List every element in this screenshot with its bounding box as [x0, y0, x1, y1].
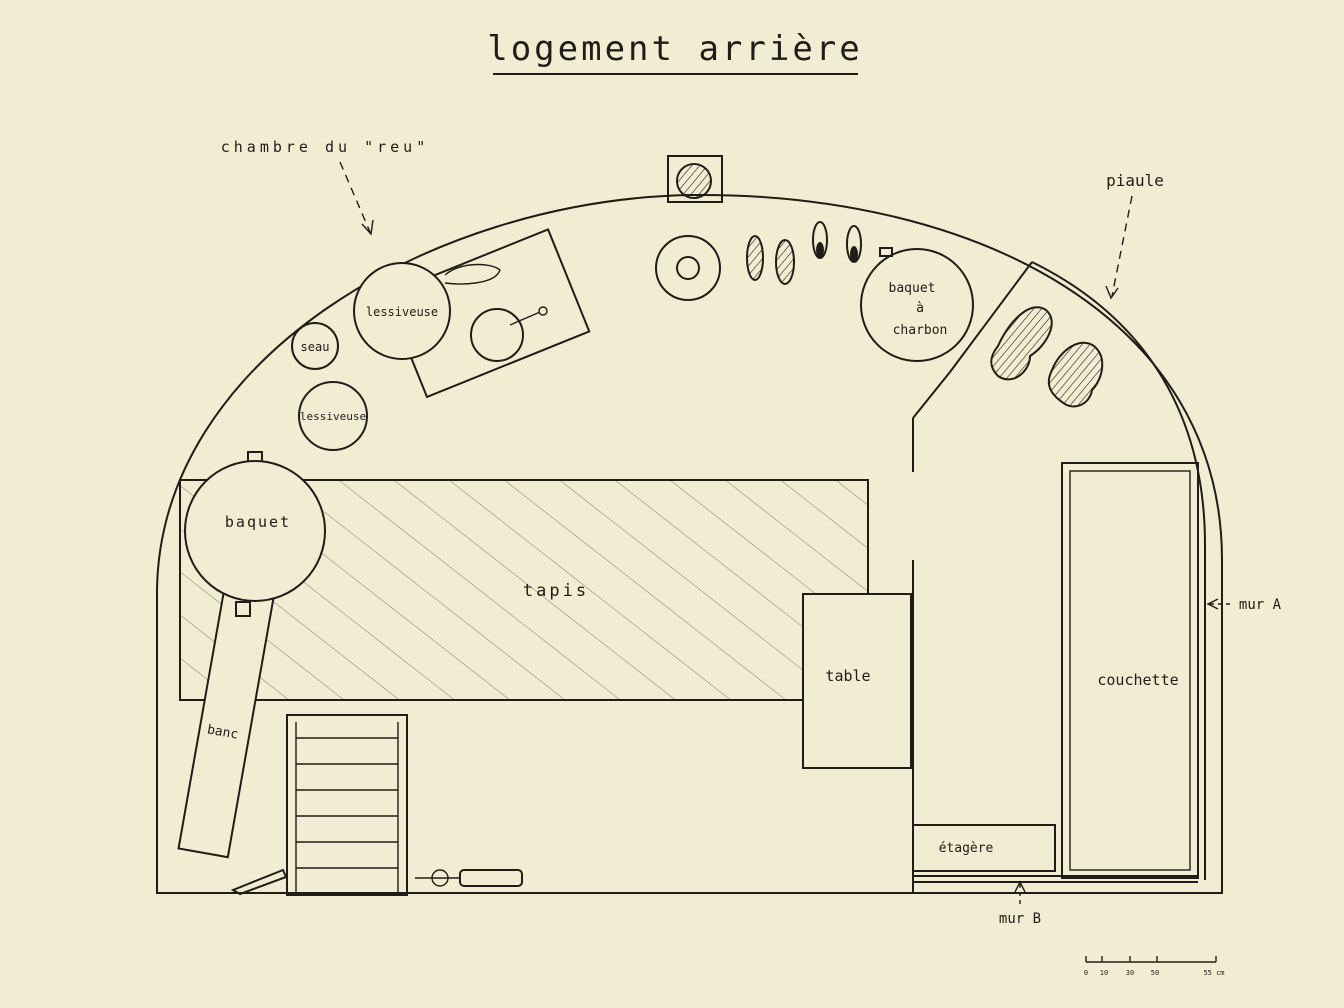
piaule-item-icon — [1047, 341, 1104, 408]
boot-icon — [746, 235, 764, 281]
piaule-wall — [949, 261, 1033, 373]
callout-mur-a: mur A — [1239, 597, 1282, 613]
tools-group — [230, 868, 523, 896]
callout-arrow-chambre — [339, 161, 371, 233]
ladder — [286, 714, 408, 896]
couchette-outer — [1061, 462, 1199, 879]
callout-mur-b: mur B — [999, 911, 1041, 927]
stove-outer — [655, 235, 721, 301]
scale-tick-3: 50 — [1151, 969, 1159, 977]
table-label: table — [825, 667, 870, 685]
scale-tick-2: 30 — [1126, 969, 1134, 977]
baquet-charbon-label-1: baquet — [889, 281, 936, 296]
shoe-icon — [850, 246, 858, 262]
banc-label: banc — [206, 722, 239, 742]
seau — [291, 322, 339, 370]
baquet-charbon-label-2: à — [916, 301, 924, 316]
callout-piaule: piaule — [1106, 171, 1164, 190]
baquet-charbon-handle — [879, 247, 893, 257]
baquet-handle-bottom — [235, 601, 251, 617]
baquet-charbon-label-3: charbon — [893, 323, 948, 338]
etagere-label: étagère — [939, 841, 994, 856]
lessiveuse-small-label: lessiveuse — [300, 410, 366, 423]
tapis-label: tapis — [523, 581, 589, 601]
scale-bar: 0 10 30 50 55 cm — [1084, 956, 1225, 977]
baquet-charbon — [860, 248, 974, 362]
etagere — [912, 824, 1056, 872]
chimney — [667, 155, 723, 203]
scale-tick-1: 10 — [1100, 969, 1108, 977]
callout-chambre-du-reu: chambre du "reu" — [221, 138, 430, 156]
baquet — [184, 460, 326, 602]
lessiveuse-large-label: lessiveuse — [366, 305, 438, 319]
arrow-head-icon — [1105, 285, 1119, 300]
scale-tick-4: 55 cm — [1203, 969, 1224, 977]
baquet-label: baquet — [225, 513, 291, 531]
seau-label: seau — [301, 340, 330, 354]
stove-inner — [676, 256, 700, 280]
arrow-head-icon — [1014, 880, 1026, 893]
table — [802, 593, 912, 769]
mur-a-inner-wall — [1031, 261, 1206, 880]
couchette-label: couchette — [1097, 671, 1178, 689]
callout-arrow-piaule — [1111, 195, 1133, 297]
piaule-item-icon — [990, 306, 1053, 381]
boots-group — [746, 221, 862, 285]
boot-icon — [775, 239, 795, 285]
partition-diagonal — [912, 371, 951, 419]
couchette-inner — [1069, 470, 1191, 871]
scale-tick-0: 0 — [1084, 969, 1088, 977]
lessiveuse-large — [353, 262, 451, 360]
lessiveuse-small — [298, 381, 368, 451]
pot-handle-end — [538, 306, 548, 316]
shoe-icon — [816, 242, 824, 258]
small-pot — [470, 308, 524, 362]
plan-title: logement arrière — [487, 29, 863, 69]
basin-handle — [444, 263, 501, 285]
arrow-head-icon — [1206, 598, 1219, 610]
arrow-head-icon — [361, 219, 374, 236]
chimney-flue — [676, 163, 712, 199]
pot-handle — [509, 311, 541, 326]
